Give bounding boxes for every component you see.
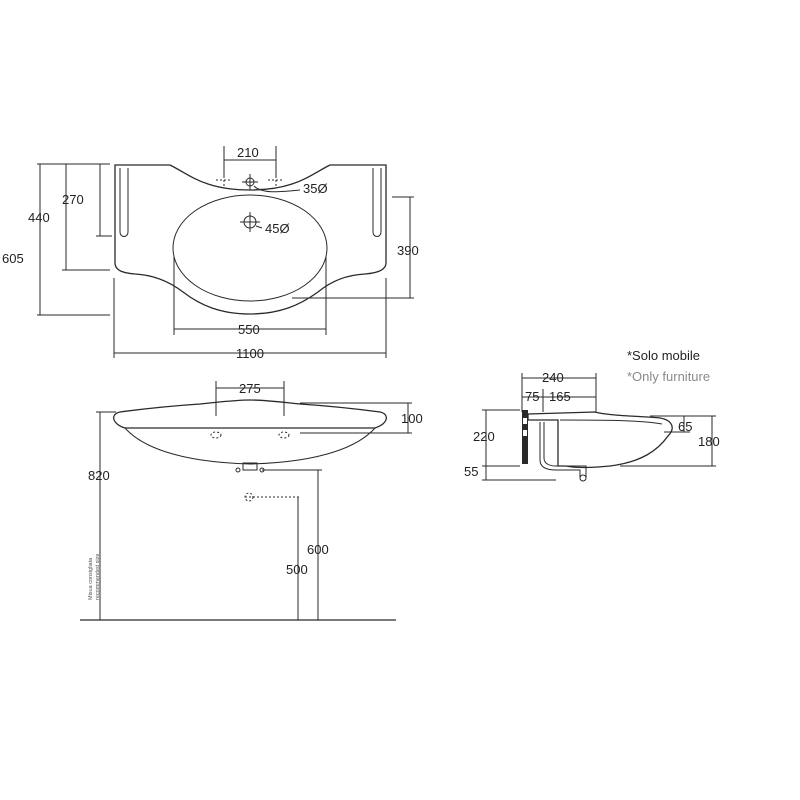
- side-basin-inner: [559, 419, 663, 425]
- dim-270-lines: [96, 163, 112, 237]
- note-only-furniture: *Only furniture: [627, 369, 710, 384]
- dim-600-lines: [262, 469, 322, 620]
- dim-180-label: 180: [698, 434, 720, 449]
- dim-220-lines: [482, 409, 520, 467]
- dim-210-lines: [223, 146, 277, 176]
- plan-basin-outline: [114, 164, 387, 315]
- dim-55-lines: [482, 466, 556, 481]
- plan-right-channel: [372, 168, 382, 237]
- svg-text:recommended size: recommended size: [95, 554, 101, 600]
- tap-hole-leader: [253, 185, 301, 193]
- side-basin-profile: [527, 411, 673, 469]
- dim-1100-label: 1100: [236, 346, 264, 361]
- dim-240-label: 240: [542, 370, 564, 385]
- tap-hole-left-icon: [216, 172, 232, 188]
- dim-100-label: 100: [401, 411, 423, 426]
- dim-1100-lines: [113, 278, 387, 358]
- dim-165-label: 165: [549, 389, 571, 404]
- dim-275-label: 275: [239, 381, 261, 396]
- overflow-hole-right-icon: [278, 431, 290, 439]
- dim-180-lines: [620, 415, 716, 467]
- front-rim: [113, 399, 387, 429]
- dim-500-label: 500: [286, 562, 308, 577]
- dim-75-165-lines: [522, 389, 596, 412]
- dim-550-lines: [173, 256, 327, 335]
- dim-605-label: 605: [2, 251, 24, 266]
- recommended-size-note: Misua consigliata recommended size: [88, 554, 101, 600]
- trap-outlet-icon: [579, 474, 587, 482]
- dim-220-label: 220: [473, 429, 495, 444]
- svg-text:Misua consigliata: Misua consigliata: [88, 557, 94, 600]
- dim-275-lines: [215, 381, 285, 416]
- dim-55-label: 55: [464, 464, 478, 479]
- supply-connection-icon: [244, 492, 300, 502]
- drain-hole-leader: [255, 225, 263, 229]
- plan-view: 35Ø 45Ø 210 605 440 270 390 550 1100: [2, 145, 419, 361]
- dim-100-lines: [300, 402, 412, 434]
- plan-bowl: [172, 194, 328, 302]
- dim-270-label: 270: [62, 192, 84, 207]
- dim-210-label: 210: [237, 145, 259, 160]
- note-solo-mobile: *Solo mobile: [627, 348, 700, 363]
- dim-440-label: 440: [28, 210, 50, 225]
- tap-hole-diameter-label: 35Ø: [303, 181, 328, 196]
- dim-605-lines: [37, 163, 110, 316]
- dim-440-lines: [62, 163, 110, 271]
- drain-hole-icon: [240, 212, 260, 232]
- tap-hole-right-icon: [268, 172, 284, 188]
- front-bowl: [124, 427, 376, 465]
- dim-75-label: 75: [525, 389, 539, 404]
- dim-550-label: 550: [238, 322, 260, 337]
- overflow-hole-left-icon: [210, 431, 222, 439]
- wall-plate: [522, 410, 528, 464]
- dim-820-lines: [96, 411, 116, 620]
- dim-240-lines: [521, 373, 597, 412]
- dim-390-label: 390: [397, 243, 419, 258]
- wall-plate-hole-bottom: [523, 430, 527, 436]
- dim-600-label: 600: [307, 542, 329, 557]
- dim-820-label: 820: [88, 468, 110, 483]
- side-view: *Solo mobile *Only furniture 240 75 165 …: [464, 348, 720, 482]
- front-view: 275 100 820 Misua consigliata recommende…: [80, 381, 423, 621]
- plan-left-channel: [119, 168, 129, 237]
- wall-plate-hole-top: [523, 418, 527, 424]
- drain-trap: [539, 422, 587, 478]
- dim-390-lines: [292, 196, 414, 299]
- tap-hole-center-icon: [242, 174, 258, 190]
- drain-hole-diameter-label: 45Ø: [265, 221, 290, 236]
- dim-65-label: 65: [678, 419, 692, 434]
